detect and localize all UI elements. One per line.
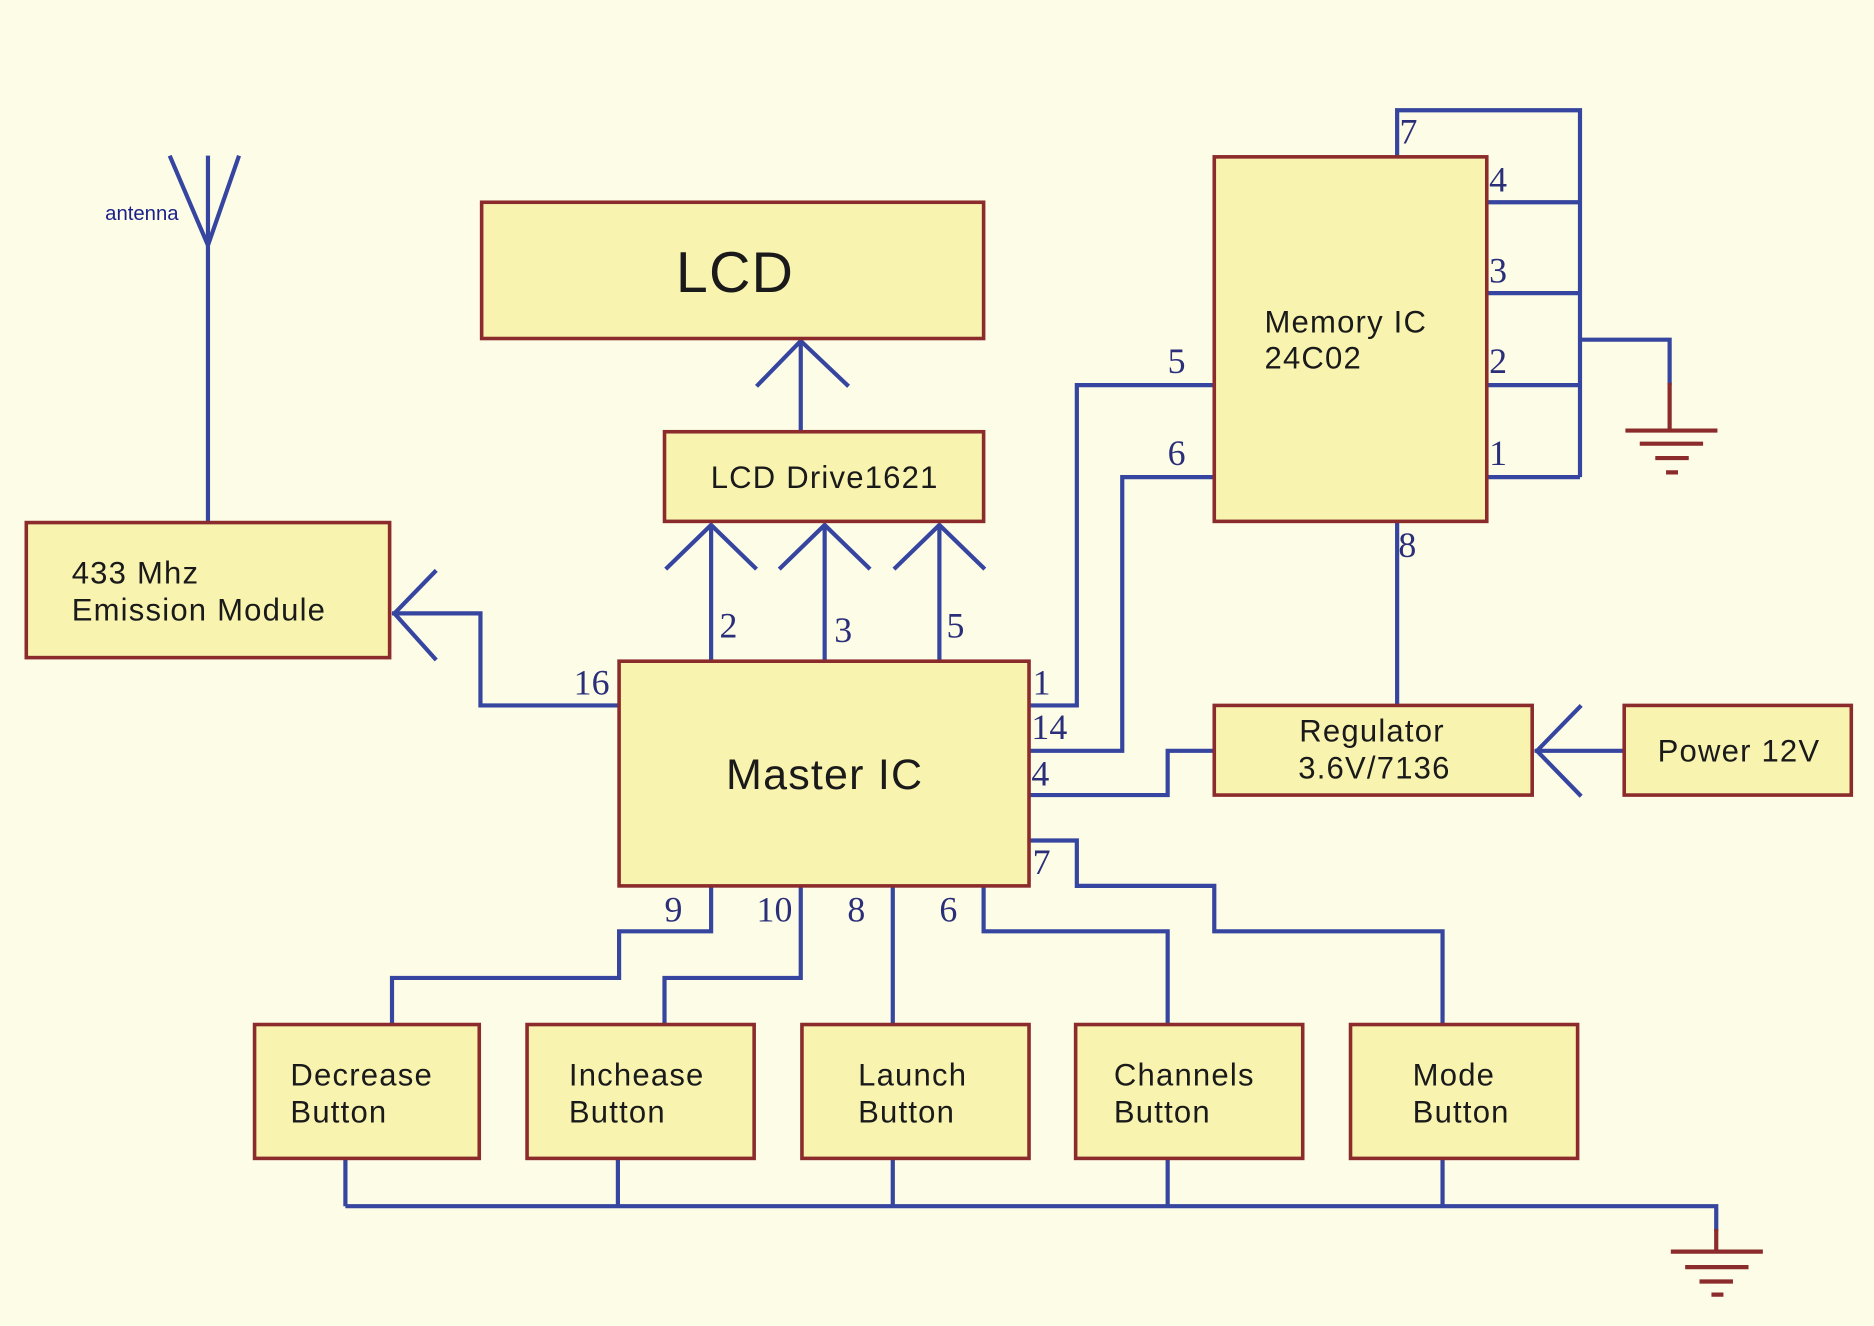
pin-label: 1 xyxy=(1033,663,1051,703)
wire-button-ground-bus xyxy=(343,1158,1719,1232)
button-line1: Channels xyxy=(1114,1057,1255,1092)
button-line1: Decrease xyxy=(290,1057,433,1092)
antenna-label: antenna xyxy=(105,203,179,225)
pin-label: 14 xyxy=(1031,707,1067,747)
lcd-drive-block: LCD Drive1621 xyxy=(662,429,986,524)
wire-master14-mem6 xyxy=(1029,475,1215,753)
master-ic-block: Master IC xyxy=(617,659,1031,888)
pin-label: 5 xyxy=(947,605,965,645)
pin-label: 5 xyxy=(1168,341,1186,381)
button-line1: Mode xyxy=(1413,1057,1495,1092)
lcd-label: LCD xyxy=(676,241,794,305)
lcd-drive-label: LCD Drive1621 xyxy=(711,460,939,495)
pin-label: 16 xyxy=(574,663,610,703)
pin-label: 9 xyxy=(665,890,683,930)
pin-label: 8 xyxy=(1398,525,1416,565)
wire-master7-mode xyxy=(1029,838,1445,1025)
emission-line2: Emission Module xyxy=(72,593,326,628)
power-label: Power 12V xyxy=(1658,734,1821,769)
pin-label: 7 xyxy=(1400,112,1418,152)
launch-button-block: Launch Button xyxy=(800,1022,1031,1161)
decrease-button-block: Decrease Button xyxy=(252,1022,482,1161)
wires xyxy=(343,108,1719,1232)
pin-label: 10 xyxy=(757,890,793,930)
pin-label: 4 xyxy=(1031,754,1049,794)
pin-label: 7 xyxy=(1033,842,1051,882)
arrow-drive-2 xyxy=(664,522,758,662)
arrow-drive-3 xyxy=(777,522,872,662)
wire-master6-channels xyxy=(981,885,1170,1025)
master-ic-label: Master IC xyxy=(726,751,923,799)
pin-label: 6 xyxy=(1168,433,1186,473)
wire-master-emission xyxy=(392,611,620,708)
channels-button-block: Channels Button xyxy=(1073,1022,1305,1161)
button-line1: Inchease xyxy=(569,1057,705,1092)
lcd-block: LCD xyxy=(479,200,986,341)
emission-line1: 433 Mhz xyxy=(72,556,200,591)
mode-button-block: Mode Button xyxy=(1348,1022,1580,1161)
wire-master9-decrease xyxy=(389,885,714,1025)
wire-master4-regulator xyxy=(1029,748,1215,798)
arrow-drive-5 xyxy=(892,522,987,662)
pin-label: 4 xyxy=(1489,160,1507,200)
pin-label: 1 xyxy=(1489,433,1507,473)
memory-line2: 24C02 xyxy=(1264,340,1362,375)
wire-master10-increase xyxy=(662,885,803,1025)
regulator-line2: 3.6V/7136 xyxy=(1298,750,1450,785)
pin-labels: 16 2 3 5 1 14 4 7 9 10 8 6 5 6 7 4 3 2 1… xyxy=(574,112,1507,930)
button-line2: Button xyxy=(1114,1095,1211,1130)
pin-label: 2 xyxy=(719,605,737,645)
memory-ic-block: Memory IC 24C02 xyxy=(1212,155,1489,524)
button-line2: Button xyxy=(858,1095,955,1130)
pin-label: 3 xyxy=(1489,250,1507,290)
pin-label: 6 xyxy=(939,890,957,930)
wire-mem-pins xyxy=(1486,200,1580,480)
increase-button-block: Inchease Button xyxy=(525,1022,756,1161)
emission-module-block: 433 Mhz Emission Module xyxy=(24,520,392,660)
button-line2: Button xyxy=(569,1095,666,1130)
pin-label: 2 xyxy=(1489,341,1507,381)
wire-master1-mem5 xyxy=(1029,383,1215,708)
pin-label: 8 xyxy=(847,890,865,930)
power-block: Power 12V xyxy=(1622,703,1854,797)
button-line2: Button xyxy=(290,1095,387,1130)
wire-mem-ground xyxy=(1579,337,1672,386)
arrow-power-regulator xyxy=(1534,703,1625,798)
pin-label: 3 xyxy=(834,610,852,650)
ground-icon xyxy=(1625,382,1718,475)
ground-icon xyxy=(1670,1228,1763,1297)
arrow-lcd xyxy=(755,337,850,431)
regulator-line1: Regulator xyxy=(1299,713,1444,748)
button-line1: Launch xyxy=(858,1057,967,1092)
antenna-icon xyxy=(167,154,242,523)
button-line2: Button xyxy=(1413,1095,1510,1130)
regulator-block: Regulator 3.6V/7136 xyxy=(1212,703,1534,797)
arrow-emission xyxy=(391,568,438,662)
memory-line1: Memory IC xyxy=(1264,305,1427,340)
